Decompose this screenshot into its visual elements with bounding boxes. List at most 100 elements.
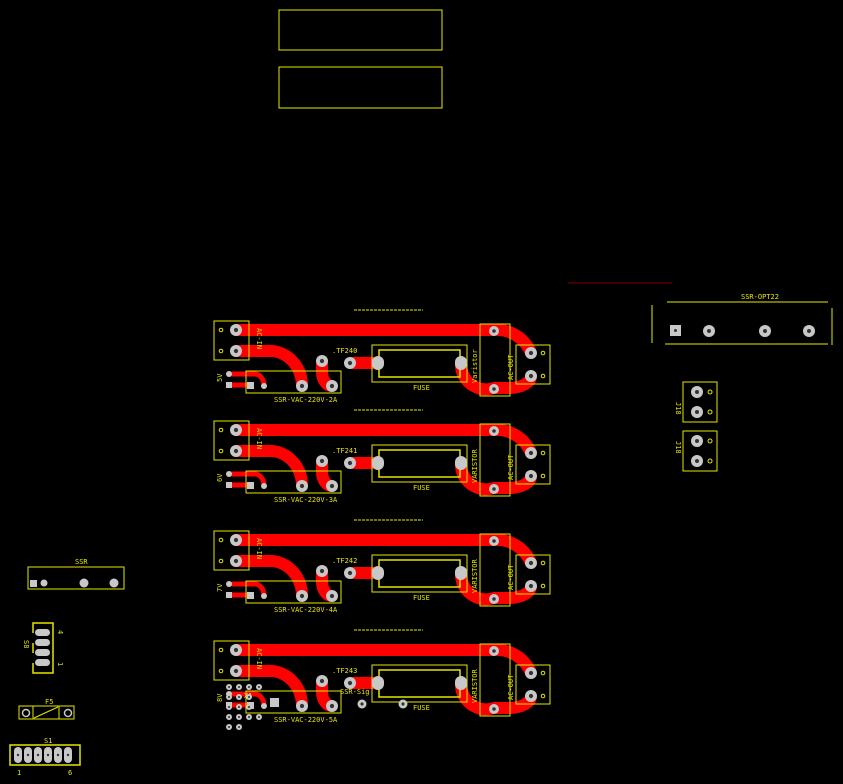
s1-pin-hole bbox=[16, 753, 20, 757]
ac-in-label: AC-IN bbox=[255, 538, 263, 559]
ac-out-pad-2-hole bbox=[528, 473, 534, 479]
s8-label: S8 bbox=[22, 640, 30, 648]
ac-in-mark bbox=[218, 668, 224, 674]
ac-in-mark bbox=[218, 558, 224, 564]
fuse-pad-1 bbox=[372, 566, 384, 580]
ac-in-mark bbox=[218, 647, 224, 653]
ac-in-mark bbox=[218, 448, 224, 454]
ac-out-label: AC-OUT bbox=[507, 674, 515, 700]
ac-in-label: AC-IN bbox=[255, 648, 263, 669]
s1-pin-hole bbox=[26, 753, 30, 757]
tf-pad-1-hole bbox=[319, 458, 325, 464]
ac-out-pad-2-hole bbox=[528, 583, 534, 589]
varistor-outline bbox=[479, 533, 511, 607]
ac-in-label: AC-IN bbox=[255, 328, 263, 349]
ac-out-pad-2-hole bbox=[528, 693, 534, 699]
header-pad-hole bbox=[247, 685, 251, 689]
ssr-footprint[interactable]: SSR bbox=[27, 558, 125, 590]
tf-pad-2-hole bbox=[347, 680, 353, 686]
header-pad-hole bbox=[237, 695, 241, 699]
s8-pin4-label: 4 bbox=[56, 630, 64, 634]
ac-out-mark bbox=[540, 670, 546, 676]
fuse-label: FUSE bbox=[413, 484, 430, 492]
voltage-pad-1 bbox=[226, 471, 232, 477]
s1-pin-hole bbox=[56, 753, 60, 757]
voltage-pad-2 bbox=[226, 592, 232, 598]
ac-in-pad-1-hole bbox=[233, 427, 239, 433]
s8-pin1-label: 1 bbox=[56, 662, 64, 666]
voltage-label: 6V bbox=[216, 473, 224, 482]
f5-fuse[interactable]: F5 bbox=[18, 698, 75, 720]
ssr-pad-square bbox=[247, 482, 254, 489]
ssr-module-outline bbox=[245, 470, 342, 494]
ac-in-pad-2-hole bbox=[233, 668, 239, 674]
ssr-pad-small bbox=[261, 383, 267, 389]
varistor-pad-1-hole bbox=[492, 539, 496, 543]
voltage-label: 5V bbox=[216, 373, 224, 382]
ssr-module-label: SSR-VAC-220V-3A bbox=[274, 496, 338, 504]
ssr-module-label: SSR-VAC-220V-4A bbox=[274, 606, 338, 614]
ssr-pad-2-hole bbox=[329, 383, 335, 389]
ssr-sig-pad-2-hole bbox=[401, 702, 405, 706]
varistor-pad-1-hole bbox=[492, 329, 496, 333]
ac-in-label: AC-IN bbox=[255, 428, 263, 449]
ac-out-mark bbox=[540, 583, 546, 589]
header-pad-hole bbox=[257, 715, 261, 719]
ac-out-outline bbox=[515, 344, 551, 385]
ssr-opt22-label: SSR-OPT22 bbox=[741, 293, 779, 301]
ac-in-pad-1-hole bbox=[233, 647, 239, 653]
ac-out-label: AC-OUT bbox=[507, 454, 515, 480]
ac-out-outline bbox=[515, 554, 551, 595]
trace-neutral bbox=[236, 445, 308, 487]
voltage-pad-1 bbox=[226, 581, 232, 587]
fuse-label: FUSE bbox=[413, 594, 430, 602]
s8-connector[interactable]: S8 4 1 bbox=[22, 622, 64, 674]
trace-neutral bbox=[236, 345, 308, 387]
ssr-pad-1-hole bbox=[299, 483, 305, 489]
varistor-outline bbox=[479, 323, 511, 397]
j18-label-2: J18 bbox=[674, 441, 682, 454]
tf-pad-2-hole bbox=[347, 460, 353, 466]
top-outline-2 bbox=[278, 66, 443, 109]
ac-in-pad-2-hole bbox=[233, 448, 239, 454]
fuse-inner bbox=[378, 349, 461, 378]
header-pad-hole bbox=[247, 695, 251, 699]
voltage-pad-2 bbox=[226, 482, 232, 488]
ssr-opt22-footprint[interactable]: SSR-OPT22 bbox=[651, 293, 833, 345]
fuse-inner bbox=[378, 669, 461, 698]
header-pad-hole bbox=[227, 705, 231, 709]
trace-neutral bbox=[236, 665, 308, 707]
ssr-module-outline bbox=[245, 370, 342, 394]
j18-connector-1[interactable]: J18 bbox=[674, 381, 718, 423]
ac-out-mark bbox=[540, 450, 546, 456]
ssr-sig-pad-hole bbox=[360, 702, 364, 706]
voltage-pad-1 bbox=[226, 371, 232, 377]
header-pad-hole bbox=[237, 715, 241, 719]
s1-connector[interactable]: S1 1 6 bbox=[9, 737, 81, 777]
header-pad-hole bbox=[247, 715, 251, 719]
trace-neutral bbox=[236, 555, 308, 597]
ssr-module-label: SSR-VAC-220V-5A bbox=[274, 716, 338, 724]
fuse-inner bbox=[378, 559, 461, 588]
j18-connector-2[interactable]: J18 bbox=[674, 430, 718, 472]
ac-in-pad-1-hole bbox=[233, 537, 239, 543]
ac-out-pad-1-hole bbox=[528, 670, 534, 676]
f5-label: F5 bbox=[45, 698, 53, 706]
ac-in-mark bbox=[218, 348, 224, 354]
header-pad-hole bbox=[227, 685, 231, 689]
varistor-label: VARISTOR bbox=[471, 668, 479, 703]
top-outline-1 bbox=[278, 9, 443, 51]
ssr-sig-label: SSR-Sig bbox=[340, 688, 370, 696]
fuse-pad-2 bbox=[455, 356, 467, 370]
ssr-pad-2-hole bbox=[329, 483, 335, 489]
fuse-pad-1 bbox=[372, 676, 384, 690]
tf-pad-2-hole bbox=[347, 570, 353, 576]
tf-pad-2-hole bbox=[347, 360, 353, 366]
j18-label-1: J18 bbox=[674, 402, 682, 415]
ssr-pad-square bbox=[247, 592, 254, 599]
